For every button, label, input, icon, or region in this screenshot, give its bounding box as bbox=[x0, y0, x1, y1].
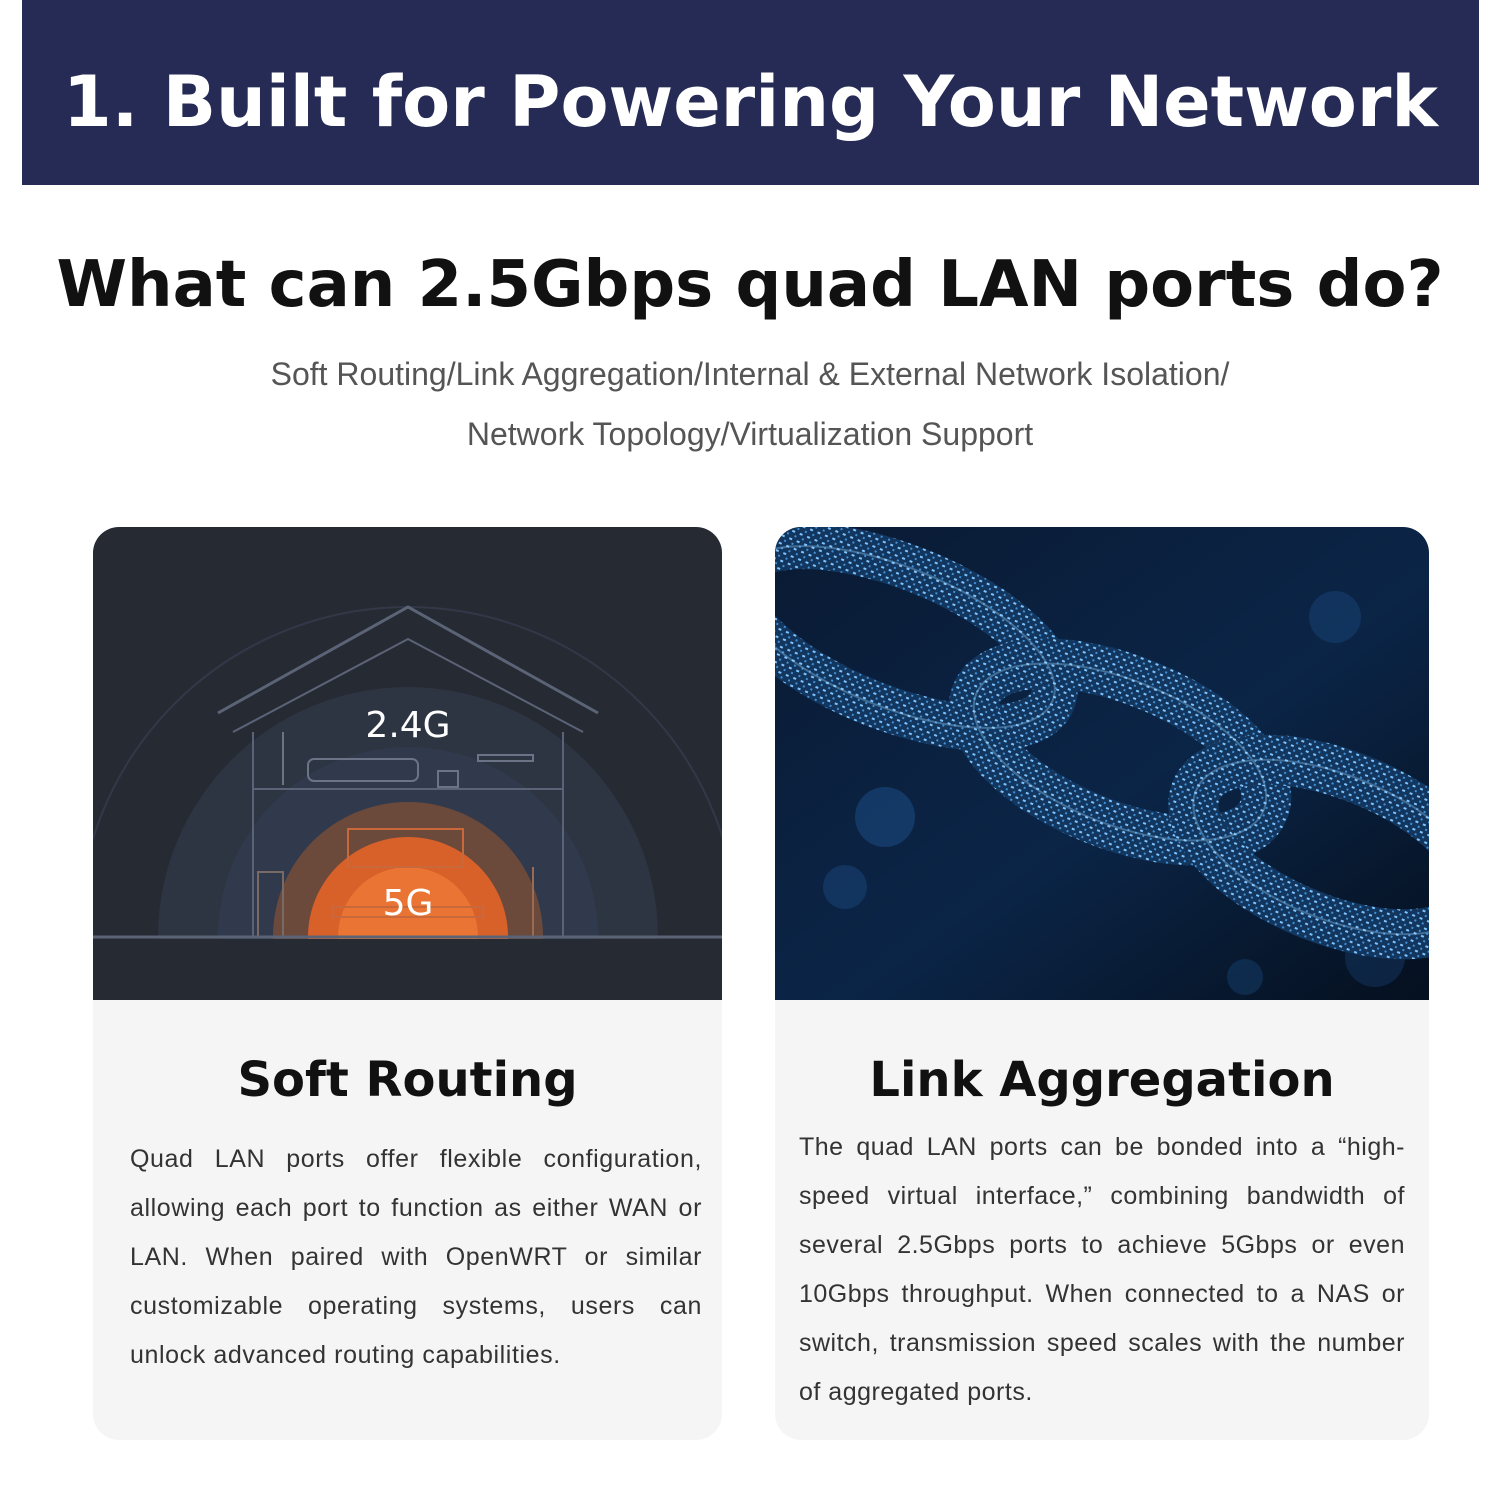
subheadline-line-1: Soft Routing/Link Aggregation/Internal &… bbox=[270, 356, 1230, 392]
card-title: Link Aggregation bbox=[869, 1052, 1335, 1108]
banner-title: 1. Built for Powering Your Network bbox=[63, 60, 1438, 143]
wifi-coverage-illustration: 2.4G 5G bbox=[93, 527, 722, 1000]
digital-chain-image bbox=[775, 527, 1429, 1000]
subheadline-line-2: Network Topology/Virtualization Support bbox=[466, 416, 1034, 452]
card-description: The quad LAN ports can be bonded into a … bbox=[799, 1133, 1405, 1406]
band-label-5g: 5G bbox=[383, 883, 434, 924]
card-title: Soft Routing bbox=[237, 1052, 578, 1108]
band-label-2-4g: 2.4G bbox=[365, 705, 450, 746]
card-description: Quad LAN ports offer flexible configurat… bbox=[130, 1145, 702, 1369]
feature-card-link-aggregation: Link Aggregation The quad LAN ports can … bbox=[775, 527, 1429, 1440]
page-headline: What can 2.5Gbps quad LAN ports do? bbox=[56, 248, 1444, 322]
feature-card-soft-routing: 2.4G 5G Soft Routing Quad LAN ports offe… bbox=[93, 527, 722, 1440]
header-banner: 1. Built for Powering Your Network bbox=[22, 0, 1479, 185]
